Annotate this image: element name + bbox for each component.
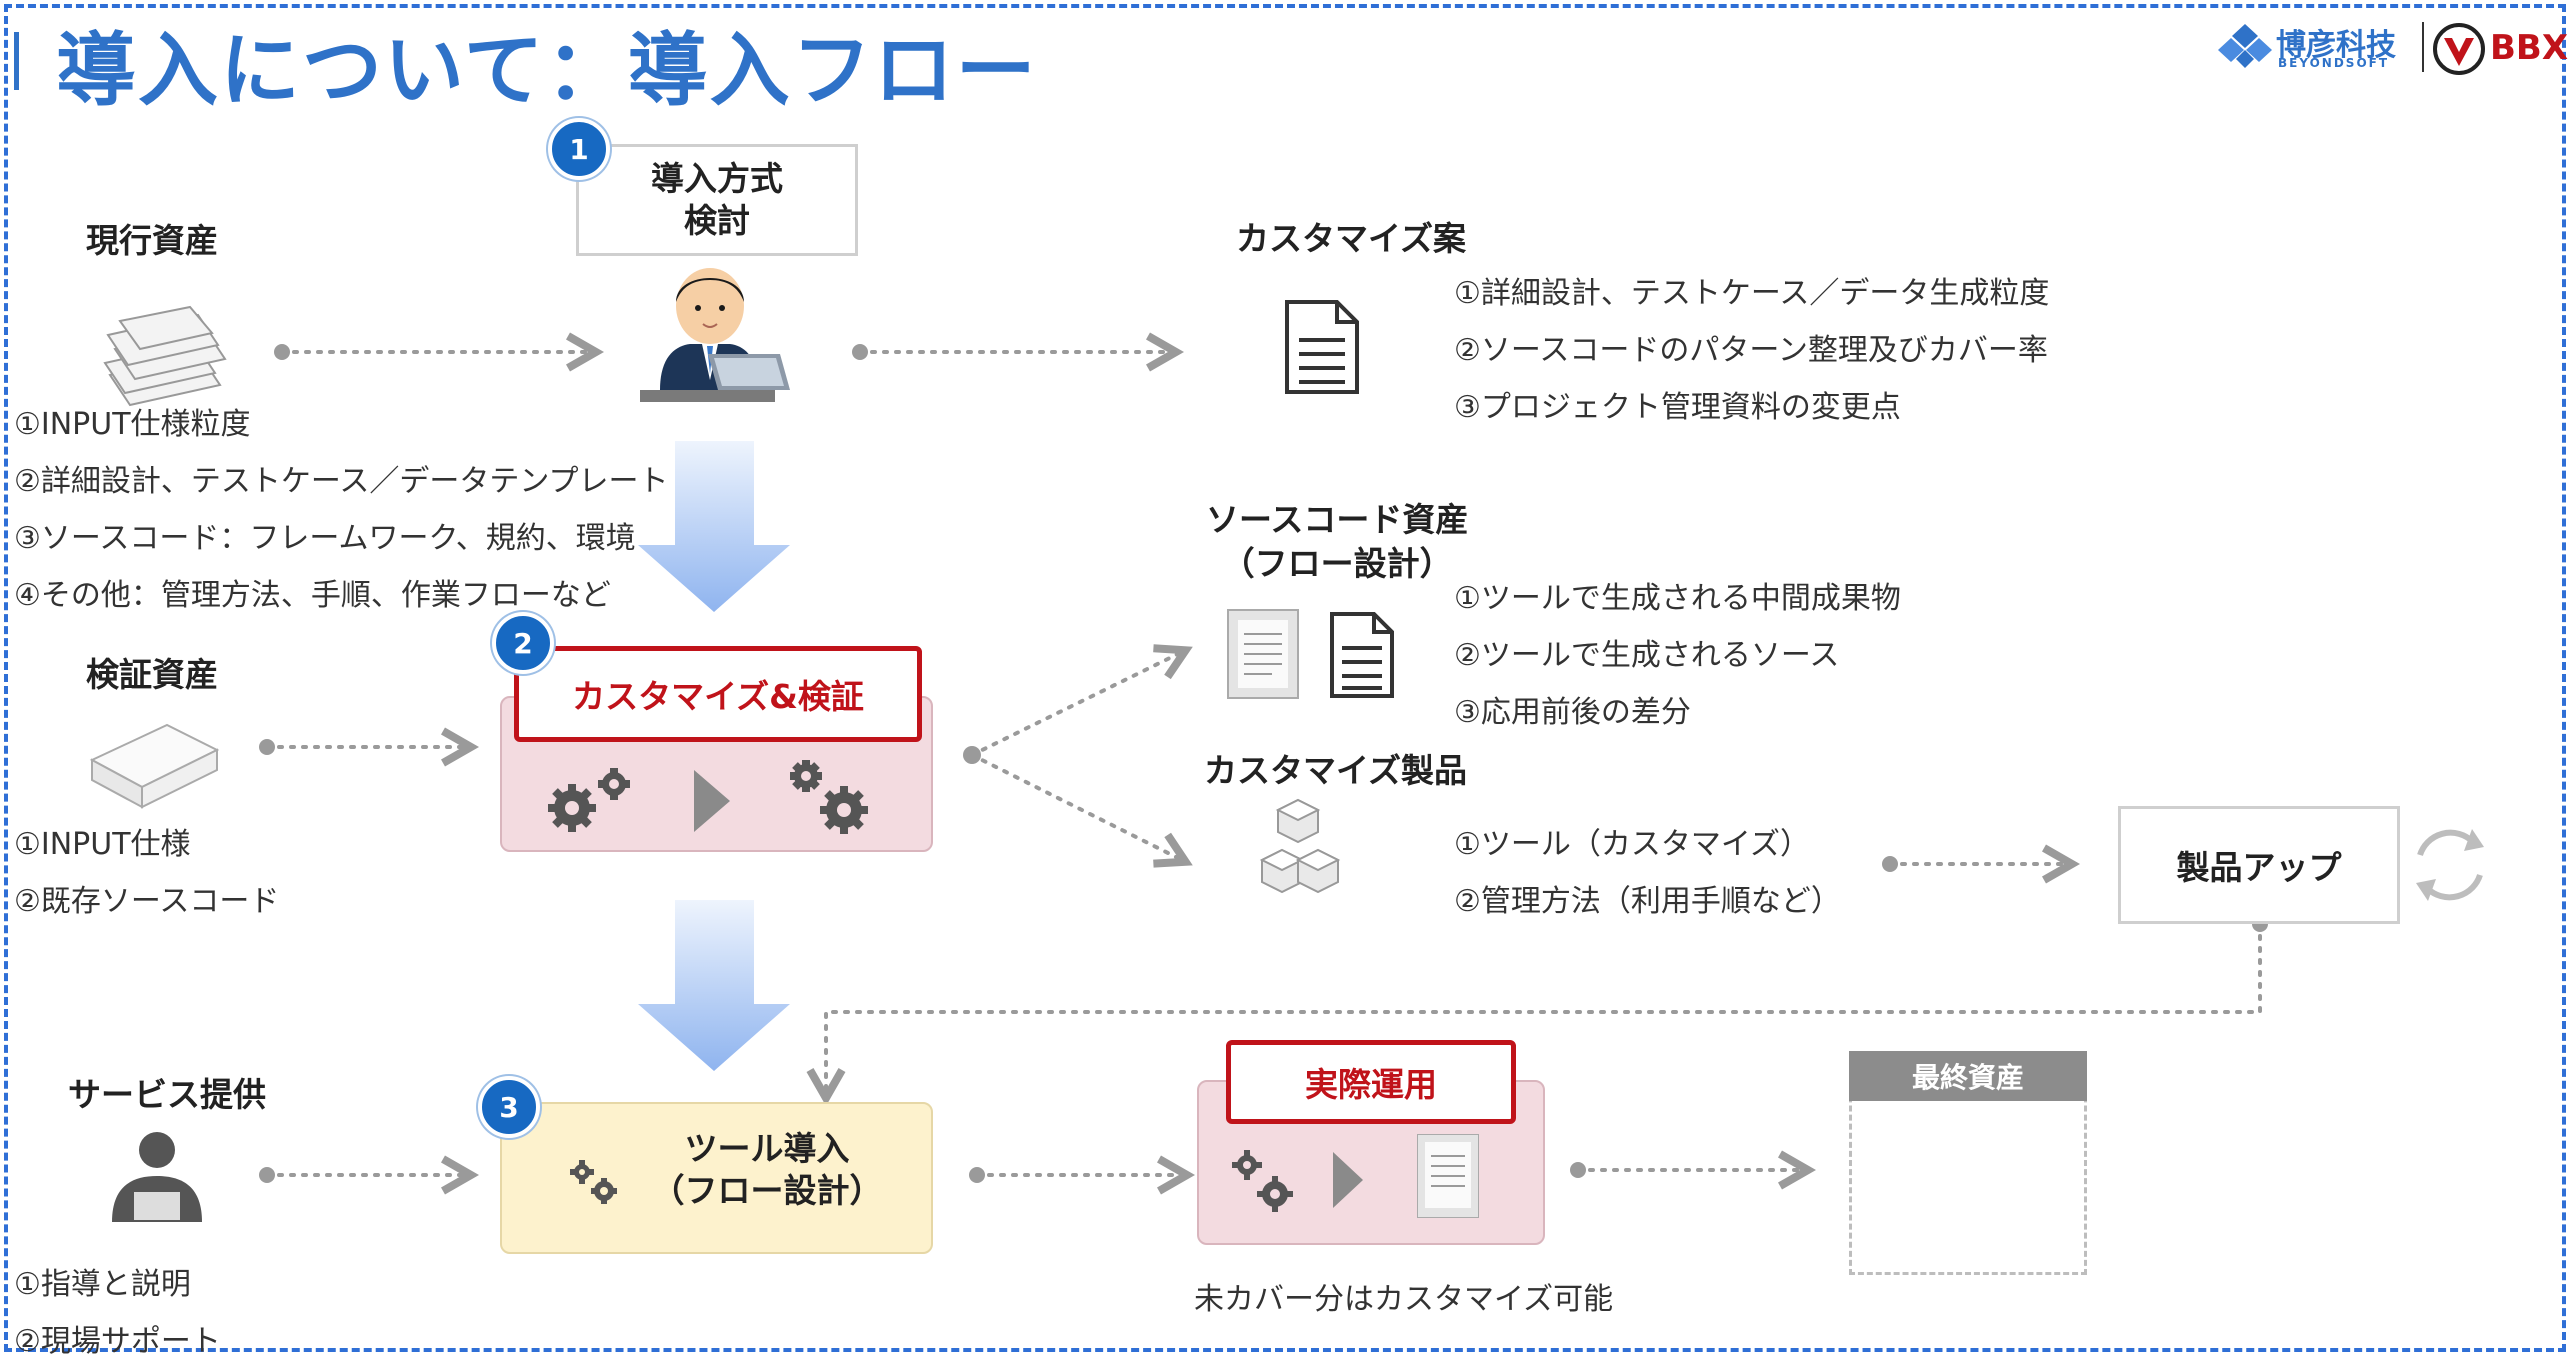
title-accent-bar [14,32,19,90]
operation-label-box[interactable]: 実際運用 [1226,1040,1516,1124]
step1-label-line2: 検討 [684,201,750,240]
custom-product-heading: カスタマイズ製品 [1204,751,1468,790]
list-item: ②ツールで生成されるソース [1454,638,1840,673]
down-arrow-2 [638,900,790,1071]
custom-plan-heading: カスタマイズ案 [1236,219,1467,258]
final-assets-tag: 最終資産 [1849,1051,2087,1101]
gears-small-icon [570,1160,617,1204]
operator-icon [112,1132,202,1222]
custom-product-list: ①ツール（カスタマイズ） ②管理方法（利用手順など） [1454,816,1841,930]
box-icon [89,723,220,809]
gears-input-icon [548,768,630,832]
source-assets-heading-line1: ソースコード資産 [1206,500,1469,539]
selection-frame [4,4,2566,1352]
list-item: ②既存ソースコード [14,884,280,919]
verify-assets-list: ①INPUT仕様 ②既存ソースコード [14,816,279,930]
operation-note: 未カバー分はカスタマイズ可能 [1194,1282,1614,1317]
refresh-icon [2416,829,2484,901]
person-laptop-icon [640,268,790,402]
custom-plan-list: ①詳細設計、テストケース／データ生成粒度 ②ソースコードのパターン整理及びカバー… [1454,265,2049,436]
connector-step2-to-product [970,753,1182,860]
list-item: ②詳細設計、テストケース／データテンプレート [14,464,669,499]
product-up-box[interactable]: 製品アップ [2118,806,2400,924]
paper-stack-icon [103,305,227,407]
operation-page-icon [1417,1134,1479,1218]
step1-box[interactable]: 導入方式 検討 [576,144,858,256]
cubes-icon [1259,798,1341,894]
list-item: ③プロジェクト管理資料の変更点 [1454,390,1901,425]
list-item: ①INPUT仕様粒度 [14,407,251,442]
list-item: ①ツールで生成される中間成果物 [1454,581,1901,616]
list-item: ①指導と説明 [14,1267,191,1302]
source-page-icon [1227,609,1299,699]
logo-subtext: BEYONDSOFT [2278,56,2390,70]
source-assets-heading: ソースコード資産 （フロー設計） [1206,498,1468,586]
step3-label: ツール導入 （フロー設計） [622,1128,912,1212]
source-assets-list: ①ツールで生成される中間成果物 ②ツールで生成されるソース ③応用前後の差分 [1454,570,1901,741]
step1-badge: 1 [548,118,610,180]
step3-badge: 3 [478,1076,540,1138]
document-icon [1285,300,1359,394]
page-title: 導入について：導入フロー [56,24,1038,117]
logo-text: 博彦科技 [2276,28,2396,63]
current-assets-list: ①INPUT仕様粒度 ②詳細設計、テストケース／データテンプレート ③ソースコー… [14,396,669,624]
list-item: ①詳細設計、テストケース／データ生成粒度 [1454,276,2050,311]
list-item: ②ソースコードのパターン整理及びカバー率 [1454,333,2048,368]
list-item: ②現場サポート [14,1324,221,1359]
bbx-logo-text: BBX [2490,28,2569,68]
step3-label-line2: （フロー設計） [651,1171,883,1210]
logo-divider [2422,22,2424,72]
gears-output-icon [790,760,868,834]
current-assets-heading: 現行資産 [86,221,218,260]
list-item: ②管理方法（利用手順など） [1454,884,1841,919]
step3-label-line1: ツール導入 [684,1129,850,1168]
down-arrow-1 [638,441,790,612]
list-item: ④その他：管理方法、手順、作業フローなど [14,578,611,613]
beyondsoft-logo-icon [2218,24,2272,68]
service-list: ①指導と説明 ②現場サポート [14,1256,221,1370]
play-triangle-icon [694,770,730,832]
play-triangle-icon-2 [1333,1152,1363,1208]
bbx-logo-icon [2433,23,2485,75]
list-item: ③ソースコード：フレームワーク、規約、環境 [14,521,636,556]
source-document-icon [1330,612,1394,698]
list-item: ①INPUT仕様 [14,827,191,862]
service-heading: サービス提供 [68,1075,266,1114]
connector-up-to-step3 [826,922,2262,1094]
logo-area: 博彦科技 BEYONDSOFT BBX [2218,18,2568,78]
step2-label-box[interactable]: カスタマイズ&検証 [514,646,922,742]
connector-step2-to-source [970,652,1182,757]
list-item: ①ツール（カスタマイズ） [1454,827,1810,862]
list-item: ③応用前後の差分 [1454,695,1691,730]
source-assets-heading-line2: （フロー設計） [1221,544,1453,583]
gears-operation-icon [1232,1150,1293,1212]
step3-box[interactable]: ツール導入 （フロー設計） [500,1102,933,1254]
step2-badge: 2 [492,612,554,674]
verify-assets-heading: 検証資産 [86,655,218,694]
step1-label-line1: 導入方式 [651,159,783,198]
